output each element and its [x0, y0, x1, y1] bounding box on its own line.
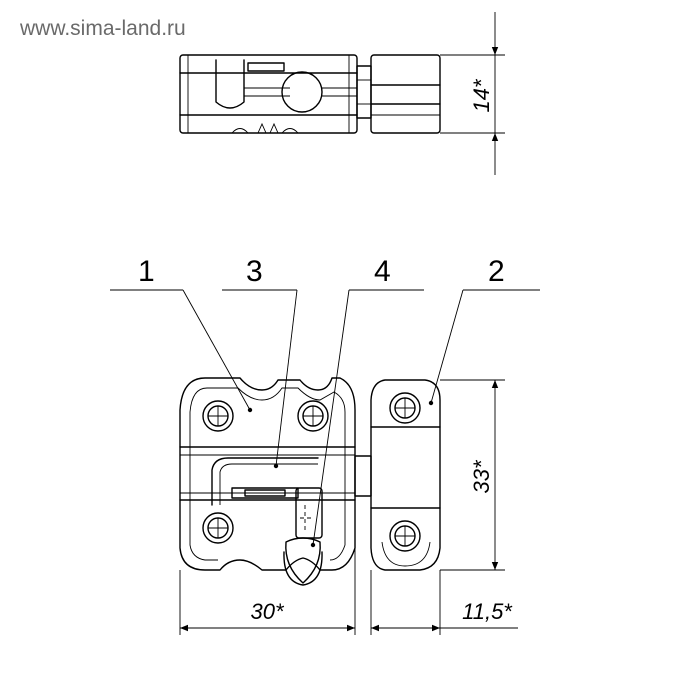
screw-keeper-bottom-icon — [389, 520, 421, 552]
callout-3: 3 — [246, 255, 263, 288]
callout-2: 2 — [488, 255, 505, 288]
dimension-label-14: 14* — [469, 78, 494, 112]
callout-1: 1 — [138, 255, 155, 288]
dimension-width-side: 11,5* — [370, 570, 518, 635]
dimension-width-main: 30* — [179, 545, 356, 635]
screw-keeper-top-icon — [389, 392, 421, 424]
callouts: 1 3 4 2 — [110, 255, 540, 548]
screw-top-right-icon — [297, 400, 329, 432]
dimension-height-front: 33* — [440, 379, 505, 571]
dimension-label-30: 30* — [250, 599, 284, 624]
dimension-label-33: 33* — [469, 459, 494, 493]
watermark-text: www.sima-land.ru — [20, 17, 186, 40]
top-view — [179, 54, 441, 134]
screw-bottom-left-icon — [202, 512, 234, 544]
front-view — [179, 377, 441, 586]
screw-top-left-icon — [202, 400, 234, 432]
dimension-label-11-5: 11,5* — [462, 599, 513, 624]
callout-4: 4 — [374, 255, 391, 288]
dimension-height-top: 14* — [440, 12, 505, 175]
